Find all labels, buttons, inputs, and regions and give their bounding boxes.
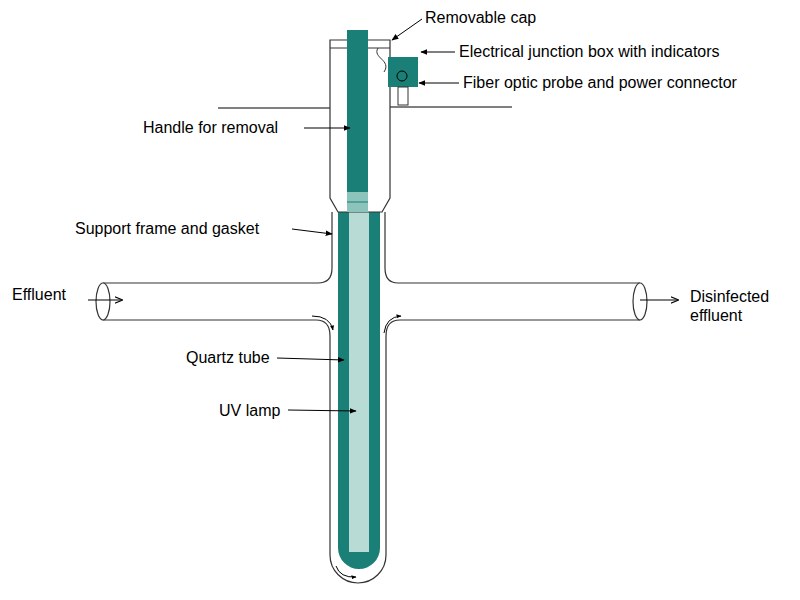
leader-line [277, 358, 344, 360]
indicator [397, 71, 407, 81]
part-label: Quartz tube [186, 348, 270, 367]
part-label: Disinfected effluent [690, 287, 790, 325]
gasket-line [347, 202, 368, 203]
pipe-end [96, 283, 110, 320]
leader-line [304, 128, 350, 129]
part-label: Electrical junction box with indicators [459, 42, 720, 61]
leader-line [392, 19, 422, 40]
flow-arrow [336, 566, 356, 577]
leader-line [419, 83, 459, 84]
part-label: Handle for removal [143, 118, 278, 137]
part-label: UV lamp [219, 401, 280, 420]
pipe-wall [385, 212, 640, 283]
uv-lamp [349, 212, 369, 552]
part-label: Fiber optic probe and power connector [463, 73, 737, 92]
connector [398, 87, 408, 105]
part-label: Support frame and gasket [75, 219, 259, 238]
part-label: Removable cap [425, 8, 536, 27]
flow-arrow [88, 300, 122, 301]
frame-line [390, 107, 512, 108]
leader-line [288, 410, 356, 411]
part-label: Effluent [12, 285, 66, 304]
flow-arrow [312, 316, 333, 330]
gasket [347, 192, 368, 212]
wire [377, 48, 386, 72]
flow-arrow [384, 316, 401, 333]
frame-line [218, 108, 330, 109]
junction-box [388, 57, 418, 87]
flow-arrow [640, 300, 678, 301]
quartz-tube [338, 210, 380, 569]
pipe-end [633, 283, 647, 320]
leader-line [292, 229, 332, 234]
handle [347, 30, 368, 212]
leader-line [421, 52, 455, 53]
